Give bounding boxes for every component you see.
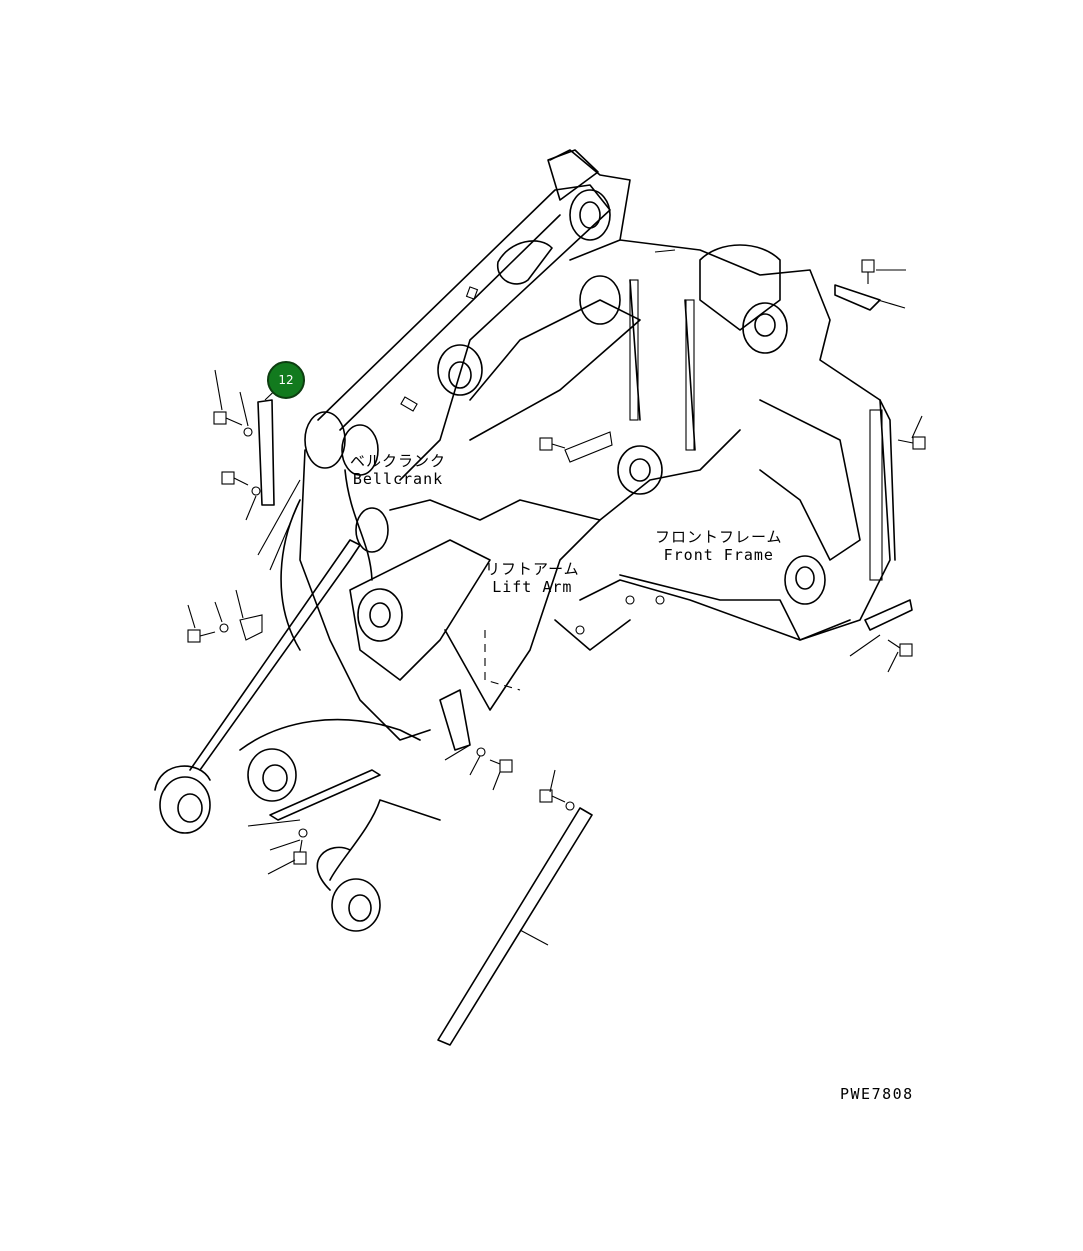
bellcrank-label-en: Bellcrank: [352, 470, 444, 488]
front-frame-drawing: [549, 149, 913, 651]
bolt-1: [213, 411, 243, 426]
lift-arm-label-jp: リフトアーム: [485, 560, 580, 578]
front-frame-label: フロントフレーム Front Frame: [655, 528, 783, 564]
lift-arm-body-drawing: [349, 429, 741, 711]
front-frame-label-jp: フロントフレーム: [655, 528, 783, 546]
bolt-6: [539, 789, 566, 803]
bellcrank-label: ベルクランク Bellcrank: [350, 452, 446, 488]
fasteners-drawing: [187, 259, 926, 865]
front-frame-label-en: Front Frame: [663, 546, 774, 564]
bolt-9: [887, 639, 913, 657]
bolt-10: [539, 437, 566, 451]
leader-lines: [187, 249, 923, 946]
drawing-code: PWE7808: [840, 1085, 914, 1103]
bellcrank-label-jp: ベルクランク: [350, 452, 447, 470]
bellcrank-drawing: [280, 411, 431, 741]
lift-arm-label-en: Lift Arm: [492, 578, 573, 596]
bolt-3: [187, 629, 216, 643]
bolt-5: [489, 759, 513, 773]
part-callout-12[interactable]: 12: [267, 361, 305, 399]
bolt-7: [897, 436, 926, 450]
bolt-8: [861, 259, 875, 284]
lift-arm-label: リフトアーム Lift Arm: [485, 560, 580, 596]
lift-arm-drawing: [317, 149, 641, 481]
links-drawing: [154, 539, 441, 932]
bolt-2: [221, 471, 249, 486]
bolt-4: [293, 839, 307, 865]
